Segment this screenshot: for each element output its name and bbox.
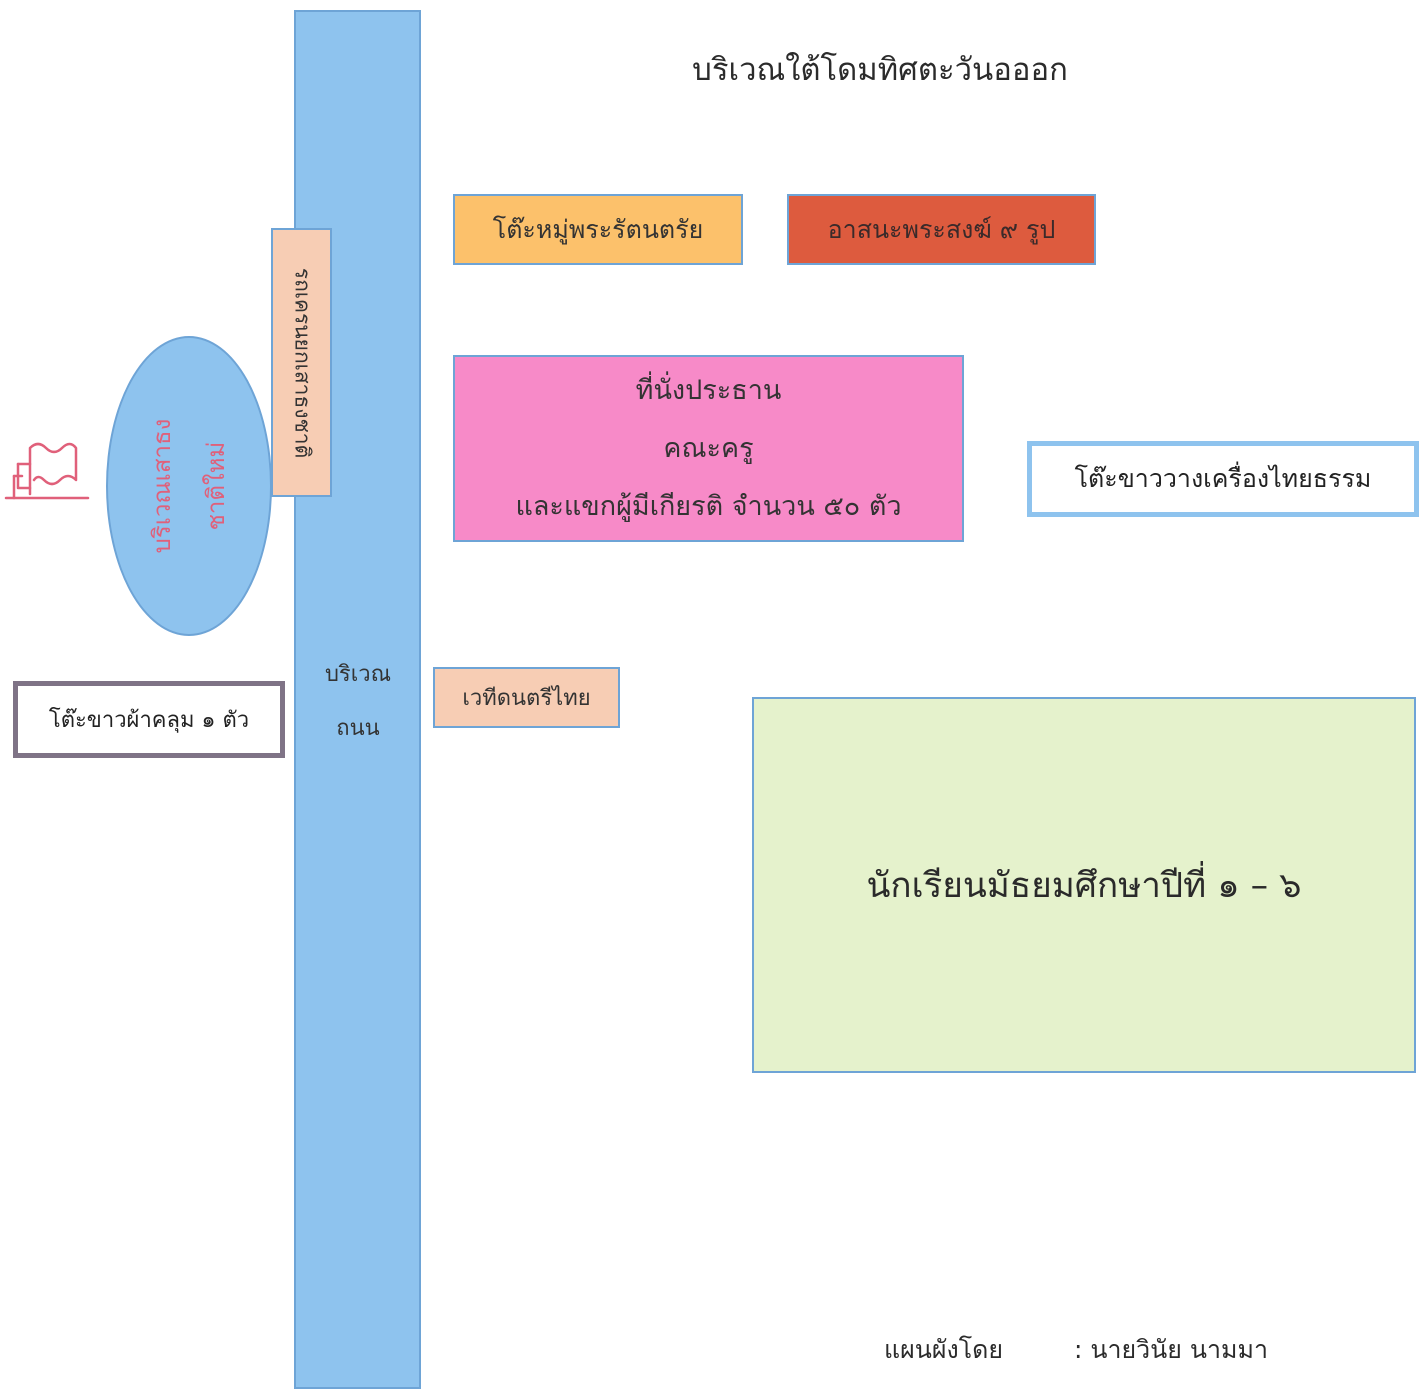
white-table-cloth: โต๊ะขาวผ้าคลุม ๑ ตัว [13,681,285,758]
students-area: นักเรียนมัธยมศึกษาปีที่ ๑ – ๖ [752,697,1416,1073]
flagpole-label-line1: บริเวณเสาธง [148,418,176,554]
road-label: บริเวณ ถนน [300,648,416,756]
credit-value: : นายวินัย นามมา [1074,1335,1268,1364]
flagpole-area: บริเวณเสาธง ชาติใหม่ [106,336,272,636]
chair-seats-line3: และแขกผู้มีเกียรติ จำนวน ๕๐ ตัว [515,490,902,522]
buddha-altar-table: โต๊ะหมู่พระรัตนตรัย [453,194,743,265]
crane-truck-label: รถเครนยกเสาธงชาติ [290,267,314,458]
flag-icon [4,436,90,502]
chair-seats-line1: ที่นั่งประธาน [635,374,782,406]
thai-music-stage: เวทีดนตรีไทย [433,667,620,728]
offering-table: โต๊ะขาววางเครื่องไทยธรรม [1027,441,1419,517]
road-label-line2: ถนน [336,716,380,741]
flagpole-label: บริเวณเสาธง ชาติใหม่ [135,419,243,554]
plan-credit: แผนผังโดย : นายวินัย นามมา [884,1330,1404,1370]
page-title: บริเวณใต้โดมทิศตะวันอออก [692,52,1068,88]
flagpole-label-line2: ชาติใหม่ [202,441,230,531]
credit-label: แผนผังโดย [884,1335,1004,1364]
chair-seats-line2: คณะครู [663,432,754,464]
road-label-line1: บริเวณ [324,662,392,687]
chairperson-seating: ที่นั่งประธาน คณะครู และแขกผู้มีเกียรติ … [453,355,964,542]
monk-seats: อาสนะพระสงฆ์ ๙ รูป [787,194,1096,265]
crane-truck-area: รถเครนยกเสาธงชาติ [271,228,332,497]
